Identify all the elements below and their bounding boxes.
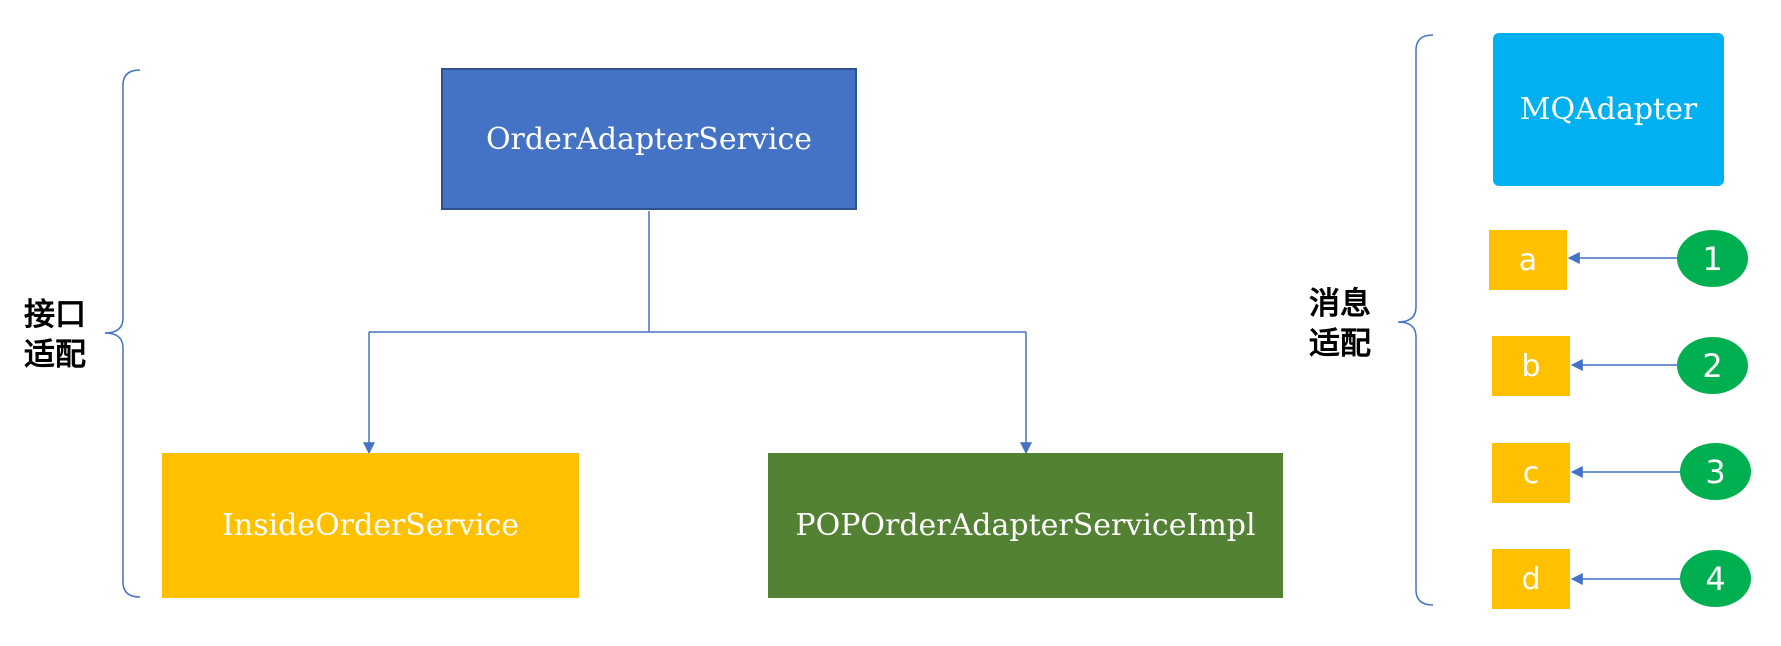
message-adapter-label: 消息 适配 [1303, 284, 1377, 364]
interface-adapter-label-line2: 适配 [24, 337, 86, 373]
message-box-a: a [1489, 230, 1567, 290]
number-circle-1: 1 [1677, 230, 1748, 287]
message-adapter-label-line2: 适配 [1309, 326, 1371, 362]
inside-order-service-node: InsideOrderService [162, 453, 579, 598]
left-brace [104, 69, 141, 598]
interface-adapter-label-line1: 接口 [24, 297, 86, 333]
order-adapter-service-node: OrderAdapterService [441, 68, 857, 210]
message-box-d: d [1492, 549, 1570, 609]
number-circle-3: 3 [1680, 443, 1751, 500]
interface-adapter-label: 接口 适配 [18, 295, 92, 375]
message-box-c: c [1492, 443, 1570, 503]
message-box-b: b [1492, 336, 1570, 396]
number-circle-2: 2 [1677, 337, 1748, 394]
message-adapter-label-line1: 消息 [1309, 286, 1371, 322]
mq-adapter-node: MQAdapter [1493, 33, 1724, 186]
pop-order-adapter-service-impl-node: POPOrderAdapterServiceImpl [768, 453, 1283, 598]
right-brace [1397, 34, 1434, 606]
number-circle-4: 4 [1680, 550, 1751, 607]
